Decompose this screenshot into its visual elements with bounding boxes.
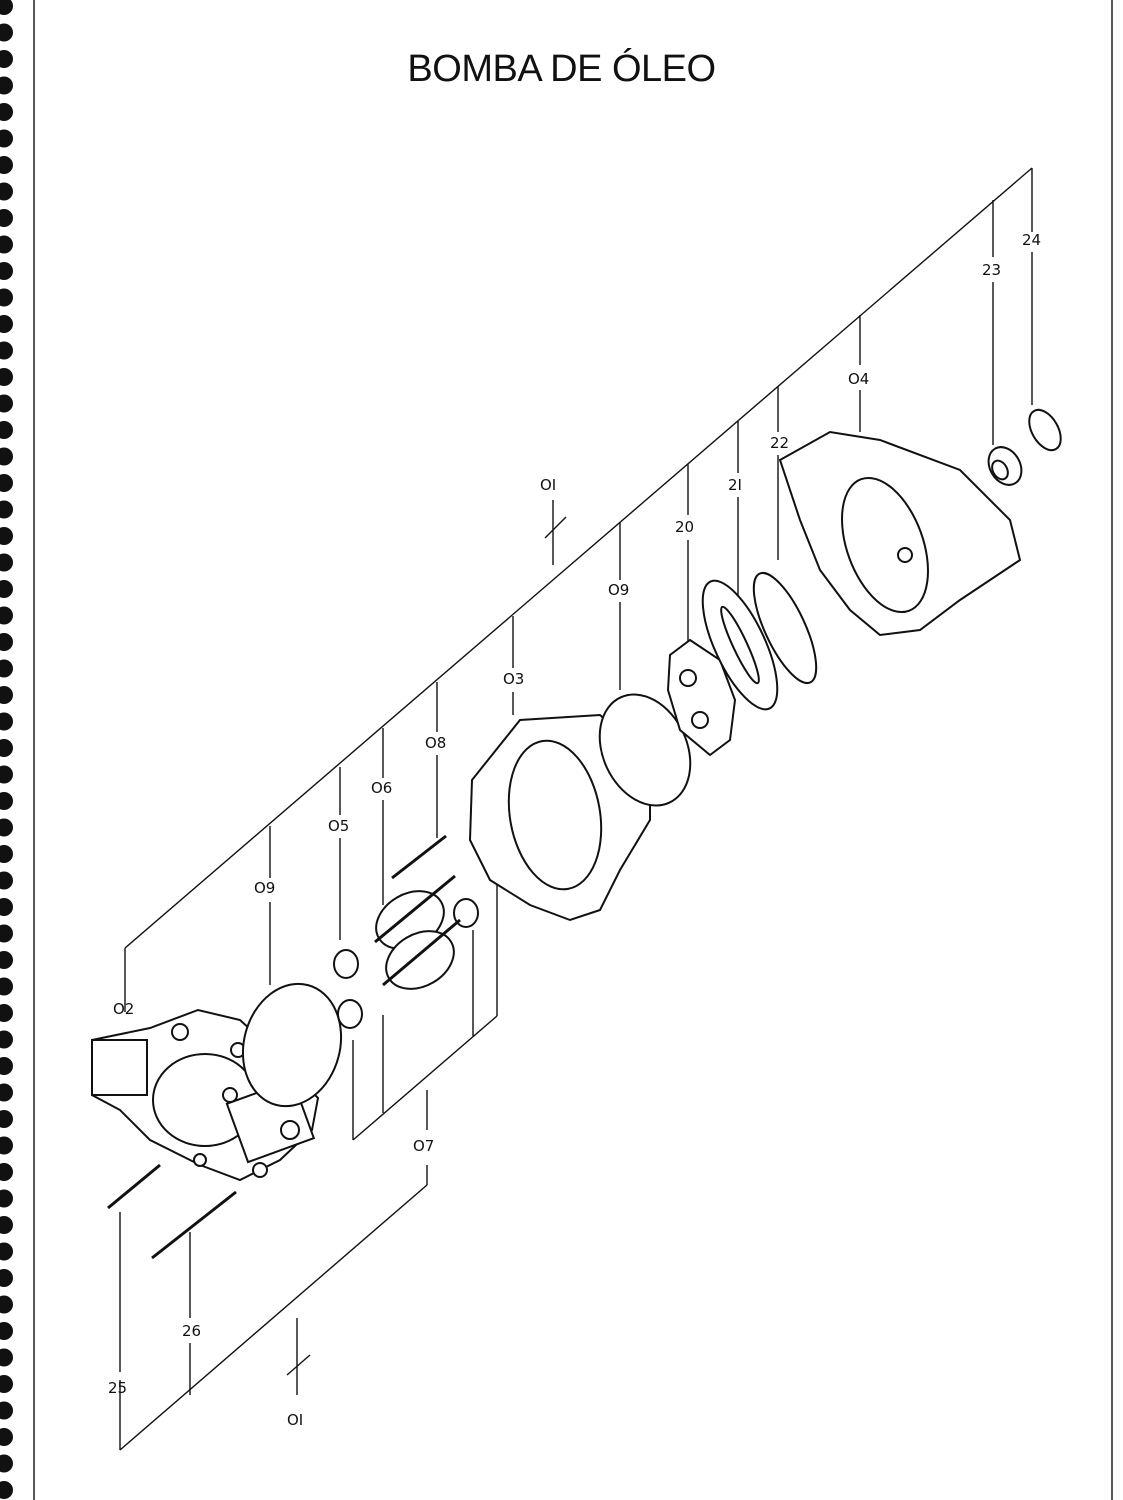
binder-hole	[0, 977, 13, 996]
binder-hole	[0, 315, 13, 333]
part-22-seal	[752, 571, 818, 685]
binder-hole	[0, 633, 13, 651]
binder-hole	[0, 1004, 13, 1022]
part-04-rear-cover	[778, 430, 1022, 637]
binder-hole	[0, 659, 13, 678]
binder-hole	[0, 394, 13, 413]
binder-hole	[0, 1136, 13, 1155]
binder-hole	[0, 871, 13, 890]
part-23-bearing	[987, 446, 1023, 486]
leader-lines	[119, 167, 1033, 1451]
label-24: 24	[1022, 231, 1041, 249]
binder-hole	[0, 606, 13, 625]
binder-hole	[0, 76, 13, 95]
part-26-bolt	[151, 1190, 237, 1260]
label-01-bottom: OI	[287, 1411, 303, 1429]
binder-hole	[0, 686, 13, 704]
binder-hole	[0, 447, 13, 466]
binder-hole	[0, 845, 13, 863]
binder-hole	[0, 527, 13, 545]
binder-hole	[0, 500, 13, 519]
label-26: 26	[182, 1322, 201, 1340]
label-20: 20	[675, 518, 694, 536]
label-08: O8	[425, 734, 446, 752]
binder-hole	[0, 792, 13, 810]
binder-hole	[0, 50, 13, 68]
part-08-pin	[391, 834, 447, 880]
part-09-gasket-left	[241, 982, 343, 1108]
label-09-left: O9	[254, 879, 275, 897]
binder-hole	[0, 553, 13, 572]
binder-hole	[0, 421, 13, 439]
binder-hole	[0, 1375, 13, 1393]
binder-hole	[0, 712, 13, 731]
binder-hole	[0, 209, 13, 227]
label-06: O6	[371, 779, 392, 797]
binder-hole	[0, 182, 13, 201]
binder-hole	[0, 262, 13, 280]
binder-hole	[0, 1401, 13, 1420]
label-21: 2I	[728, 476, 742, 494]
binder-hole	[0, 818, 13, 837]
binder-hole	[0, 1083, 13, 1102]
part-03-pump-body	[468, 713, 651, 922]
label-25: 25	[108, 1379, 127, 1397]
binder-hole	[0, 1030, 13, 1049]
binder-hole	[0, 1481, 13, 1499]
binder-hole	[0, 235, 13, 254]
binder-hole	[0, 129, 13, 148]
binder-hole	[0, 1322, 13, 1340]
label-02: O2	[113, 1000, 134, 1018]
binder-hole	[0, 1348, 13, 1367]
binder-hole	[0, 898, 13, 916]
binder-hole	[0, 1163, 13, 1181]
binder-hole	[0, 1242, 13, 1261]
binder-hole	[0, 1189, 13, 1208]
part-labels: OI OI O2 O3 O4 O5 O6 O7 O8 O9 O9 20 2I 2…	[108, 231, 1041, 1429]
binder-hole	[0, 1454, 13, 1473]
label-22: 22	[770, 434, 789, 452]
label-04: O4	[848, 370, 869, 388]
binder-holes	[0, 0, 13, 1499]
part-25-bolt	[107, 1163, 161, 1210]
binder-hole	[0, 23, 13, 42]
binder-hole	[0, 765, 13, 784]
binder-hole	[0, 341, 13, 360]
binder-hole	[0, 288, 13, 307]
binder-hole	[0, 0, 13, 15]
part-20-plate	[666, 638, 737, 757]
part-06-gears	[374, 874, 461, 990]
binder-hole	[0, 368, 13, 386]
binder-hole	[0, 1269, 13, 1287]
binder-hole	[0, 1428, 13, 1446]
binder-hole	[0, 924, 13, 943]
label-23: 23	[982, 261, 1001, 279]
binder-hole	[0, 739, 13, 757]
label-03: O3	[503, 670, 524, 688]
binder-hole	[0, 103, 13, 121]
binder-hole	[0, 580, 13, 598]
binder-hole	[0, 1216, 13, 1234]
label-05: O5	[328, 817, 349, 835]
part-21-plate	[701, 579, 779, 711]
binder-hole	[0, 1110, 13, 1128]
part-24-snap-ring	[1028, 408, 1062, 452]
binder-hole	[0, 1057, 13, 1075]
binder-hole	[0, 1295, 13, 1314]
binder-hole	[0, 951, 13, 969]
diagram-title: BOMBA DE ÓLEO	[407, 48, 716, 90]
label-09-right: O9	[608, 581, 629, 599]
binder-hole	[0, 156, 13, 174]
label-01-top: OI	[540, 476, 556, 494]
label-07: O7	[413, 1137, 434, 1155]
binder-hole	[0, 474, 13, 492]
